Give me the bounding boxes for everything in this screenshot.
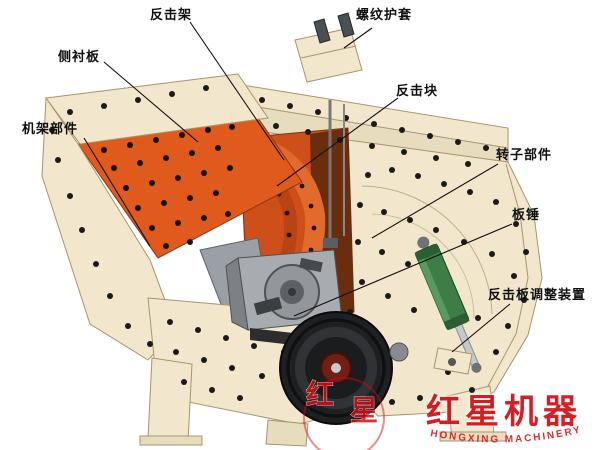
flywheel (279, 311, 393, 425)
label-rotor-parts: 转子部件 (496, 147, 553, 162)
top-bracket (294, 12, 363, 83)
label-impact-frame: 反击架 (150, 7, 193, 22)
leader-impact-frame (189, 21, 285, 161)
label-impact-block: 反击块 (396, 83, 439, 98)
support-legs (139, 357, 507, 447)
leader-adjusting-device (451, 303, 511, 353)
impact-plate-adjuster (433, 347, 473, 375)
leader-blow-bar (293, 223, 513, 317)
leader-impact-block (276, 97, 399, 187)
label-side-liner-plate: 侧衬板 (58, 49, 101, 64)
watermark-seal-char: 红 (306, 378, 334, 410)
threaded-stud-icon (337, 12, 355, 38)
watermark-brand-cn: 红星机器 (426, 393, 582, 431)
blow-bar-hammer (299, 257, 323, 273)
label-threaded-sleeve: 螺纹护套 (356, 7, 413, 22)
tie-rods (323, 100, 345, 248)
leader-side-liner (103, 61, 199, 143)
leader-frame-parts (83, 137, 151, 247)
rotor-assembly (225, 249, 343, 331)
label-blow-bar: 板锤 (512, 207, 541, 222)
bolt-dots (49, 85, 529, 405)
leader-rotor-parts (371, 163, 499, 239)
blow-bar-hammer (253, 296, 283, 316)
threaded-stud-icon (313, 18, 331, 44)
bearing-block (389, 342, 409, 362)
hydraulic-cylinder (414, 236, 482, 373)
label-frame-parts: 机架部件 (22, 121, 79, 136)
leader-lines (83, 21, 513, 353)
watermark-seal-char: 星 (350, 395, 378, 426)
leader-threaded-sleeve (343, 27, 373, 49)
label-adjusting-device: 反击板调整装置 (488, 287, 587, 302)
